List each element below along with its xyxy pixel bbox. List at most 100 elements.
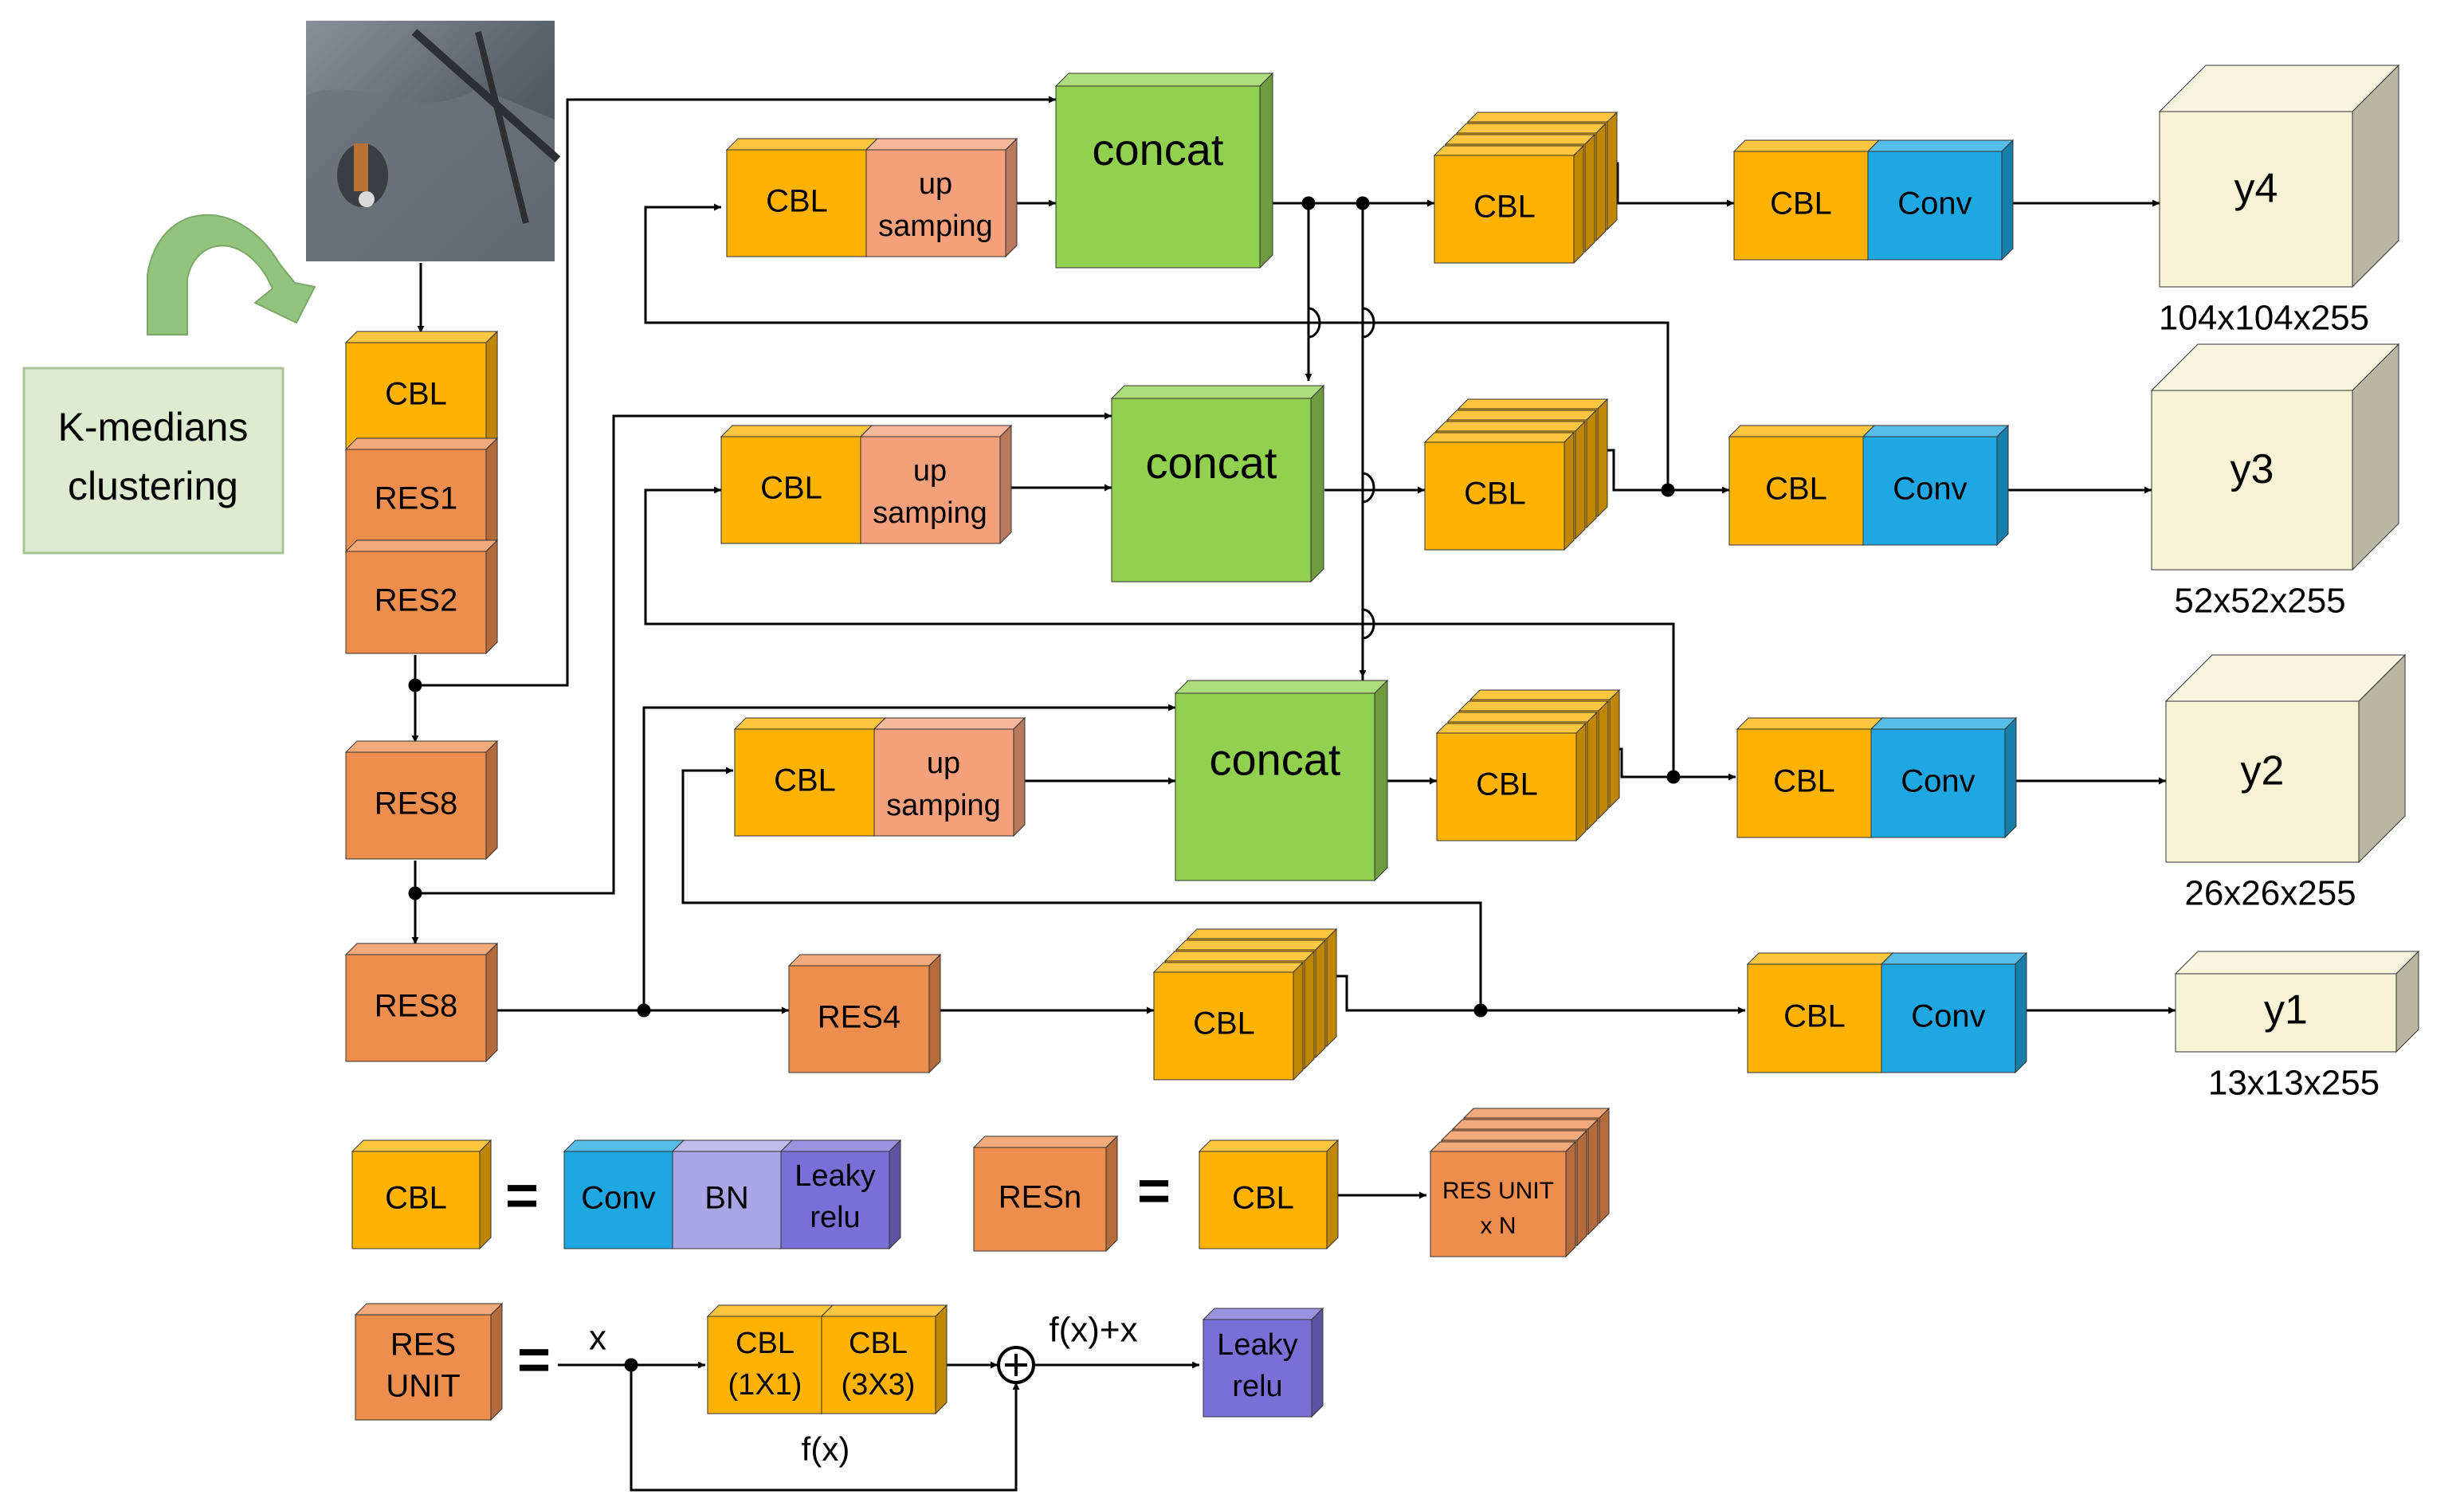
- input-image-photo: [306, 21, 561, 261]
- head-cbl-label-4: CBL: [1783, 999, 1846, 1034]
- samping-label-3: samping: [886, 789, 1001, 822]
- head-conv-label-4: Conv: [1911, 999, 1985, 1034]
- head-conv-2: [1862, 424, 2010, 547]
- head-conv-4: [1880, 951, 2028, 1074]
- backbone-res8-a: [344, 739, 499, 861]
- k-medians-clustering-box: [22, 367, 284, 555]
- head-cbl-label-3: CBL: [1773, 764, 1835, 799]
- concat-2: [1110, 384, 1325, 583]
- concat-label-2: concat: [1146, 437, 1277, 488]
- legend-resn-cbl-label: CBL: [1232, 1181, 1294, 1216]
- backbone-res1: [344, 437, 499, 553]
- legend-res-unit-line2: x N: [1481, 1213, 1516, 1239]
- feedback-row2: [644, 203, 1669, 490]
- curved-arrow-icon: [147, 214, 316, 335]
- legend-cbl-lhs: [351, 1139, 492, 1250]
- concat-3: [1174, 679, 1389, 882]
- legend-resn-cbl: [1198, 1139, 1340, 1250]
- legend-cbl1-line1: CBL: [736, 1327, 795, 1360]
- clustering-line1: K-medians: [58, 405, 249, 449]
- head-cbl-label-2: CBL: [1765, 472, 1827, 507]
- output-size-y2: 26x26x255: [2184, 874, 2356, 913]
- up-label-3: up: [927, 747, 960, 780]
- legend-resunit-equals: =: [517, 1328, 551, 1392]
- line-hop: [1362, 307, 1375, 339]
- legend-fx-label: f(x): [802, 1430, 850, 1468]
- samping-label-2: samping: [873, 496, 987, 530]
- backbone-res8-b: [344, 942, 499, 1063]
- line-hop: [1362, 608, 1375, 640]
- cbl-stack-3: [1435, 688, 1621, 842]
- output-size-y1: 13x13x255: [2208, 1064, 2380, 1103]
- legend-cbl2-line1: CBL: [849, 1327, 908, 1360]
- backbone-res1-label: RES1: [375, 481, 458, 516]
- neck-cbl-label-2: CBL: [760, 471, 822, 506]
- output-size-y4: 104x104x255: [2159, 299, 2369, 338]
- cbl-stack-4-layer: [1152, 961, 1305, 1081]
- line-hop: [1362, 472, 1375, 504]
- output-y2: [2164, 653, 2407, 864]
- res8-to-concat2: [415, 412, 1112, 895]
- legend-leaky-line1: Leaky: [795, 1159, 875, 1193]
- res8-to-concat3: [642, 704, 1175, 1010]
- cbl-stack-3-layer: [1435, 722, 1587, 842]
- legend-leaky: [779, 1139, 902, 1250]
- neck-cbl-label-1: CBL: [766, 184, 828, 219]
- legend-resunit-lhs-line2: UNIT: [386, 1369, 460, 1404]
- legend-cbl-1x1: [706, 1304, 834, 1415]
- legend-cbl-lhs-label: CBL: [385, 1181, 447, 1216]
- backbone-cbl-label: CBL: [385, 377, 447, 412]
- legend-cbl1-line2: (1X1): [728, 1368, 802, 1402]
- concat-label-1: concat: [1093, 124, 1224, 175]
- legend-cbl-equals: =: [505, 1164, 539, 1228]
- head-cbl-2: [1728, 424, 1876, 547]
- legend-cbl2-line2: (3X3): [842, 1368, 916, 1402]
- feedback-row4: [681, 767, 1482, 1010]
- head-conv-label-2: Conv: [1893, 472, 1967, 507]
- legend-x-label: x: [589, 1319, 606, 1358]
- legend-res-unit-stack: [1429, 1107, 1611, 1258]
- cbl-stack-1-layer: [1433, 144, 1585, 265]
- cbl-stack-label-3: CBL: [1476, 767, 1538, 802]
- output-y3: [2150, 343, 2400, 571]
- sum-plus-icon: [997, 1346, 1035, 1384]
- legend-resn-lhs-label: RESn: [999, 1180, 1082, 1215]
- backbone-res2: [344, 539, 499, 655]
- output-size-y3: 52x52x255: [2174, 582, 2345, 621]
- up-sampling-3: [873, 716, 1026, 837]
- legend-sum-label: f(x)+x: [1049, 1311, 1137, 1350]
- concat-1: [1054, 72, 1274, 269]
- up-sampling-1: [865, 137, 1018, 258]
- cbl-stack-1: [1433, 111, 1618, 265]
- res2-to-concat1: [415, 96, 1056, 687]
- head-conv-label-1: Conv: [1897, 186, 1972, 222]
- output-name-y4: y4: [2234, 166, 2278, 212]
- output-y4: [2158, 64, 2400, 288]
- line-hop: [1308, 307, 1321, 339]
- legend-res-unit-line1: RES UNIT: [1442, 1178, 1554, 1204]
- legend-res-unit-stack-layer: [1429, 1140, 1577, 1258]
- legend-resunit-lhs-line1: RES: [390, 1328, 456, 1363]
- backbone-cbl: [344, 330, 499, 451]
- cbl-stack-2: [1423, 398, 1609, 551]
- output-y1: [2174, 950, 2420, 1053]
- legend-resunit-leaky: [1202, 1307, 1324, 1418]
- output-name-y2: y2: [2241, 748, 2285, 794]
- neck-cbl-label-3: CBL: [774, 763, 836, 798]
- legend-resn-lhs: [972, 1135, 1119, 1253]
- clustering-line2: clustering: [68, 464, 238, 508]
- head-conv-1: [1866, 139, 2015, 261]
- head-conv-label-3: Conv: [1901, 764, 1975, 799]
- legend-resn-equals: =: [1137, 1159, 1171, 1223]
- up-label-1: up: [919, 167, 952, 201]
- cbl-stack-label-4: CBL: [1193, 1006, 1255, 1041]
- up-sampling-2: [859, 424, 1013, 545]
- cbl-to-y1-head: [1332, 975, 1745, 1014]
- legend-resunit-leaky-line1: Leaky: [1217, 1328, 1297, 1362]
- output-name-y3: y3: [2231, 446, 2274, 492]
- backbone-res4: [787, 953, 942, 1074]
- legend-resunit-lhs: [354, 1302, 504, 1422]
- output-name-y1: y1: [2264, 987, 2308, 1033]
- legend-skip-connection: [630, 1365, 1020, 1492]
- cbl-to-y4-head: [1611, 162, 1734, 207]
